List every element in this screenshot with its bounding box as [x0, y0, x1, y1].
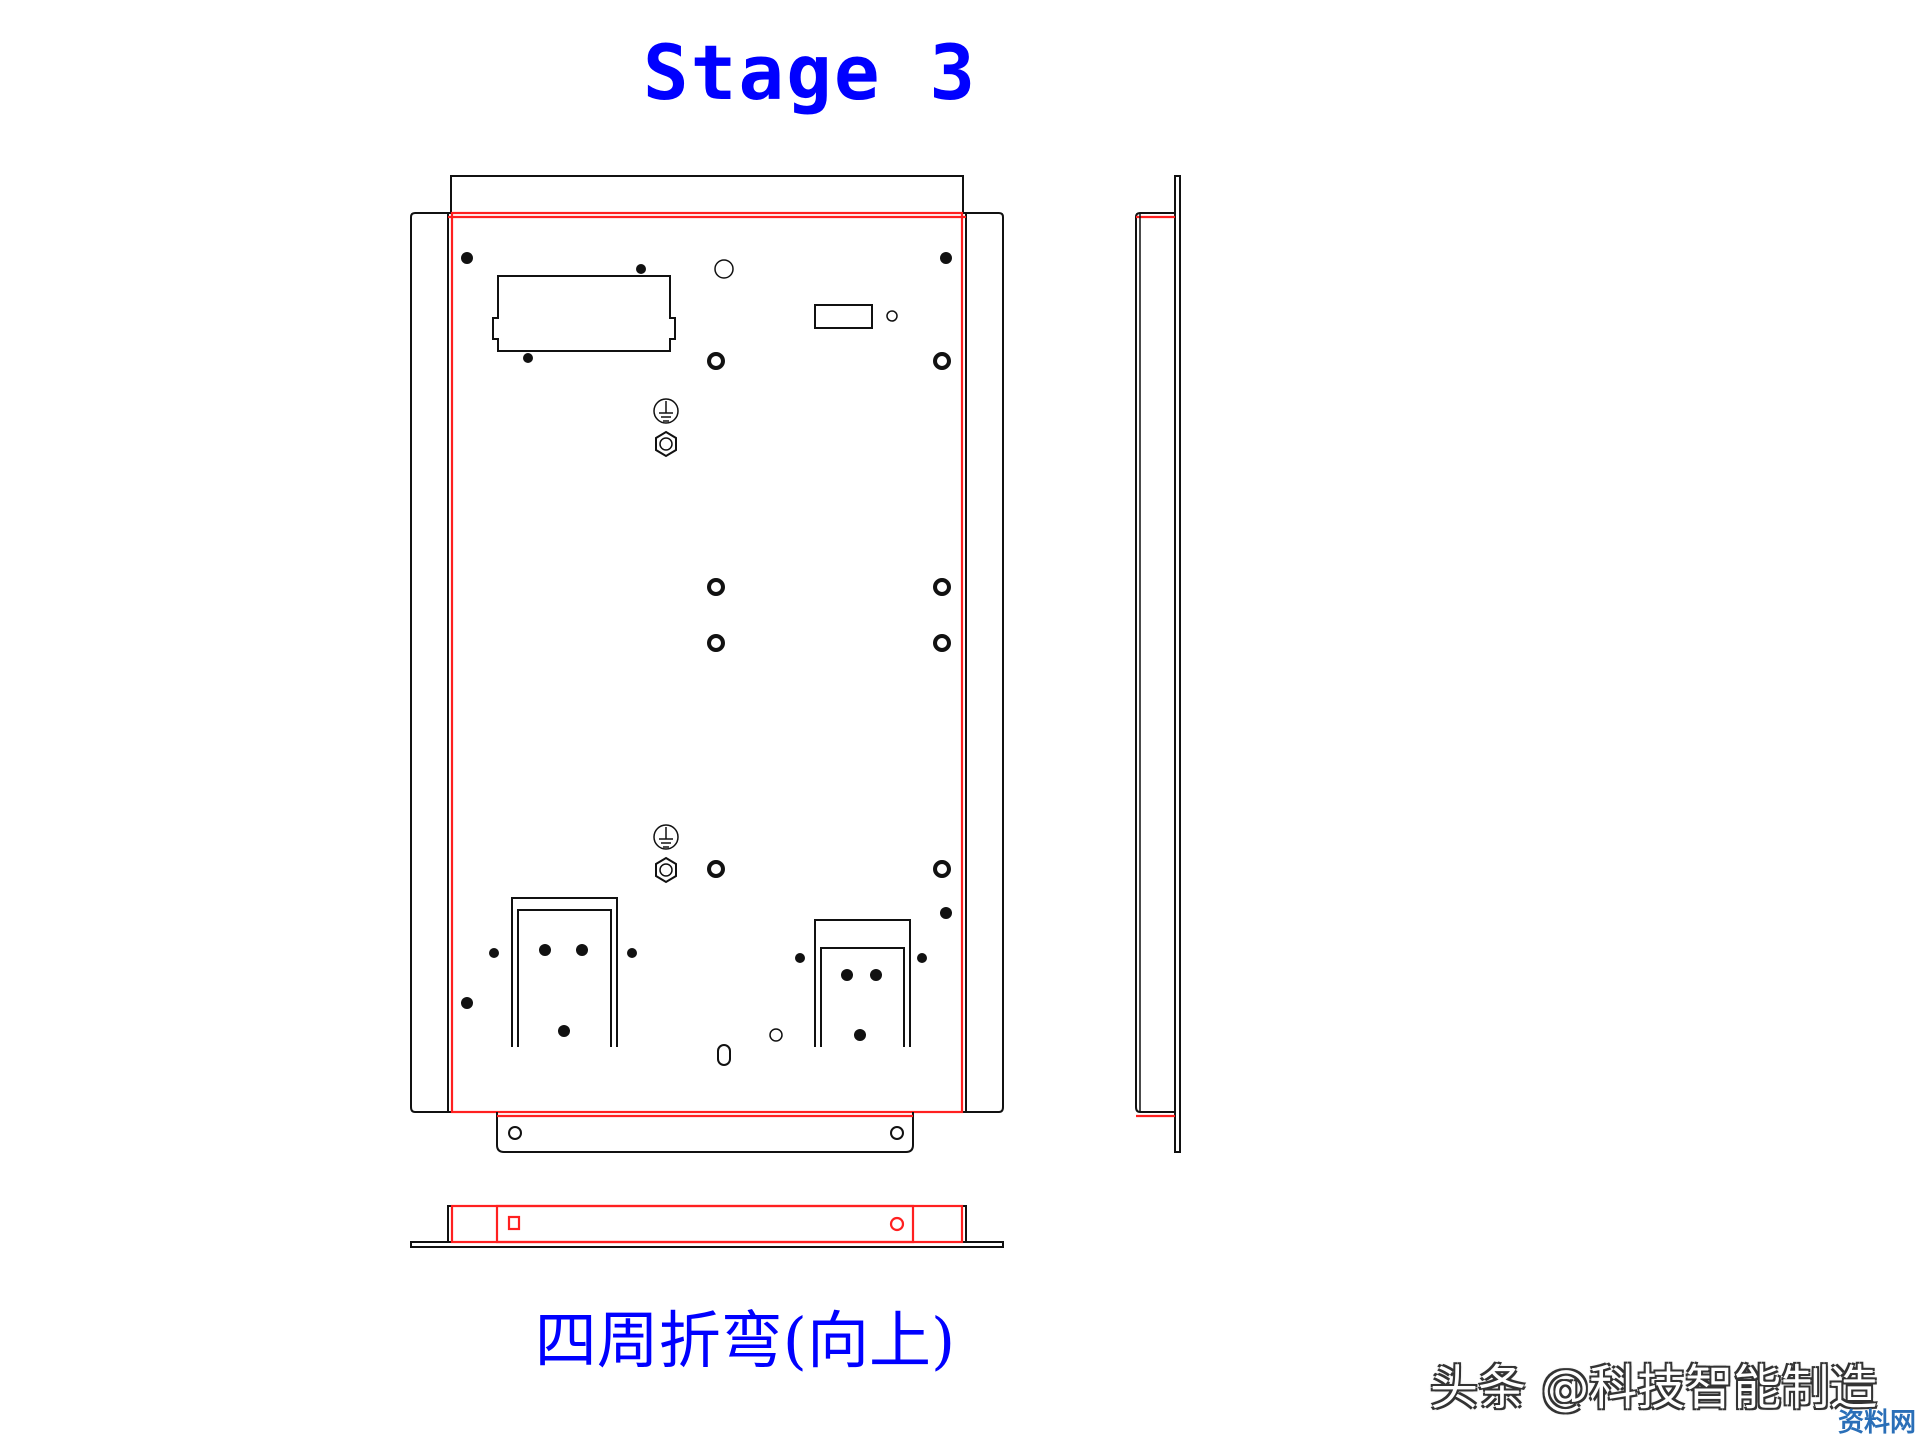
- connector-cutout: [492, 275, 676, 352]
- bottom-view: [410, 1204, 1004, 1248]
- main-panel: [447, 212, 967, 1113]
- right-bracket: [795, 919, 927, 1047]
- small-slot: [814, 304, 873, 329]
- site-logo: 资料网: [1838, 1408, 1917, 1438]
- right-flange: [966, 212, 1004, 1113]
- watermark: 头条 @科技智能制造: [1430, 1360, 1878, 1416]
- bottom-tab: [496, 1112, 914, 1153]
- left-flange: [410, 212, 448, 1113]
- left-bracket: [489, 897, 637, 1047]
- front-view: [410, 175, 1004, 1153]
- ground-symbol-icon: [653, 398, 679, 458]
- ground-symbol-icon: [653, 824, 679, 884]
- side-view: [1135, 175, 1181, 1153]
- stage-title: Stage 3: [642, 28, 978, 117]
- caption-bend-description: 四周折弯(向上): [534, 1304, 956, 1377]
- bend-lines: [450, 211, 964, 1114]
- top-flange: [450, 175, 964, 214]
